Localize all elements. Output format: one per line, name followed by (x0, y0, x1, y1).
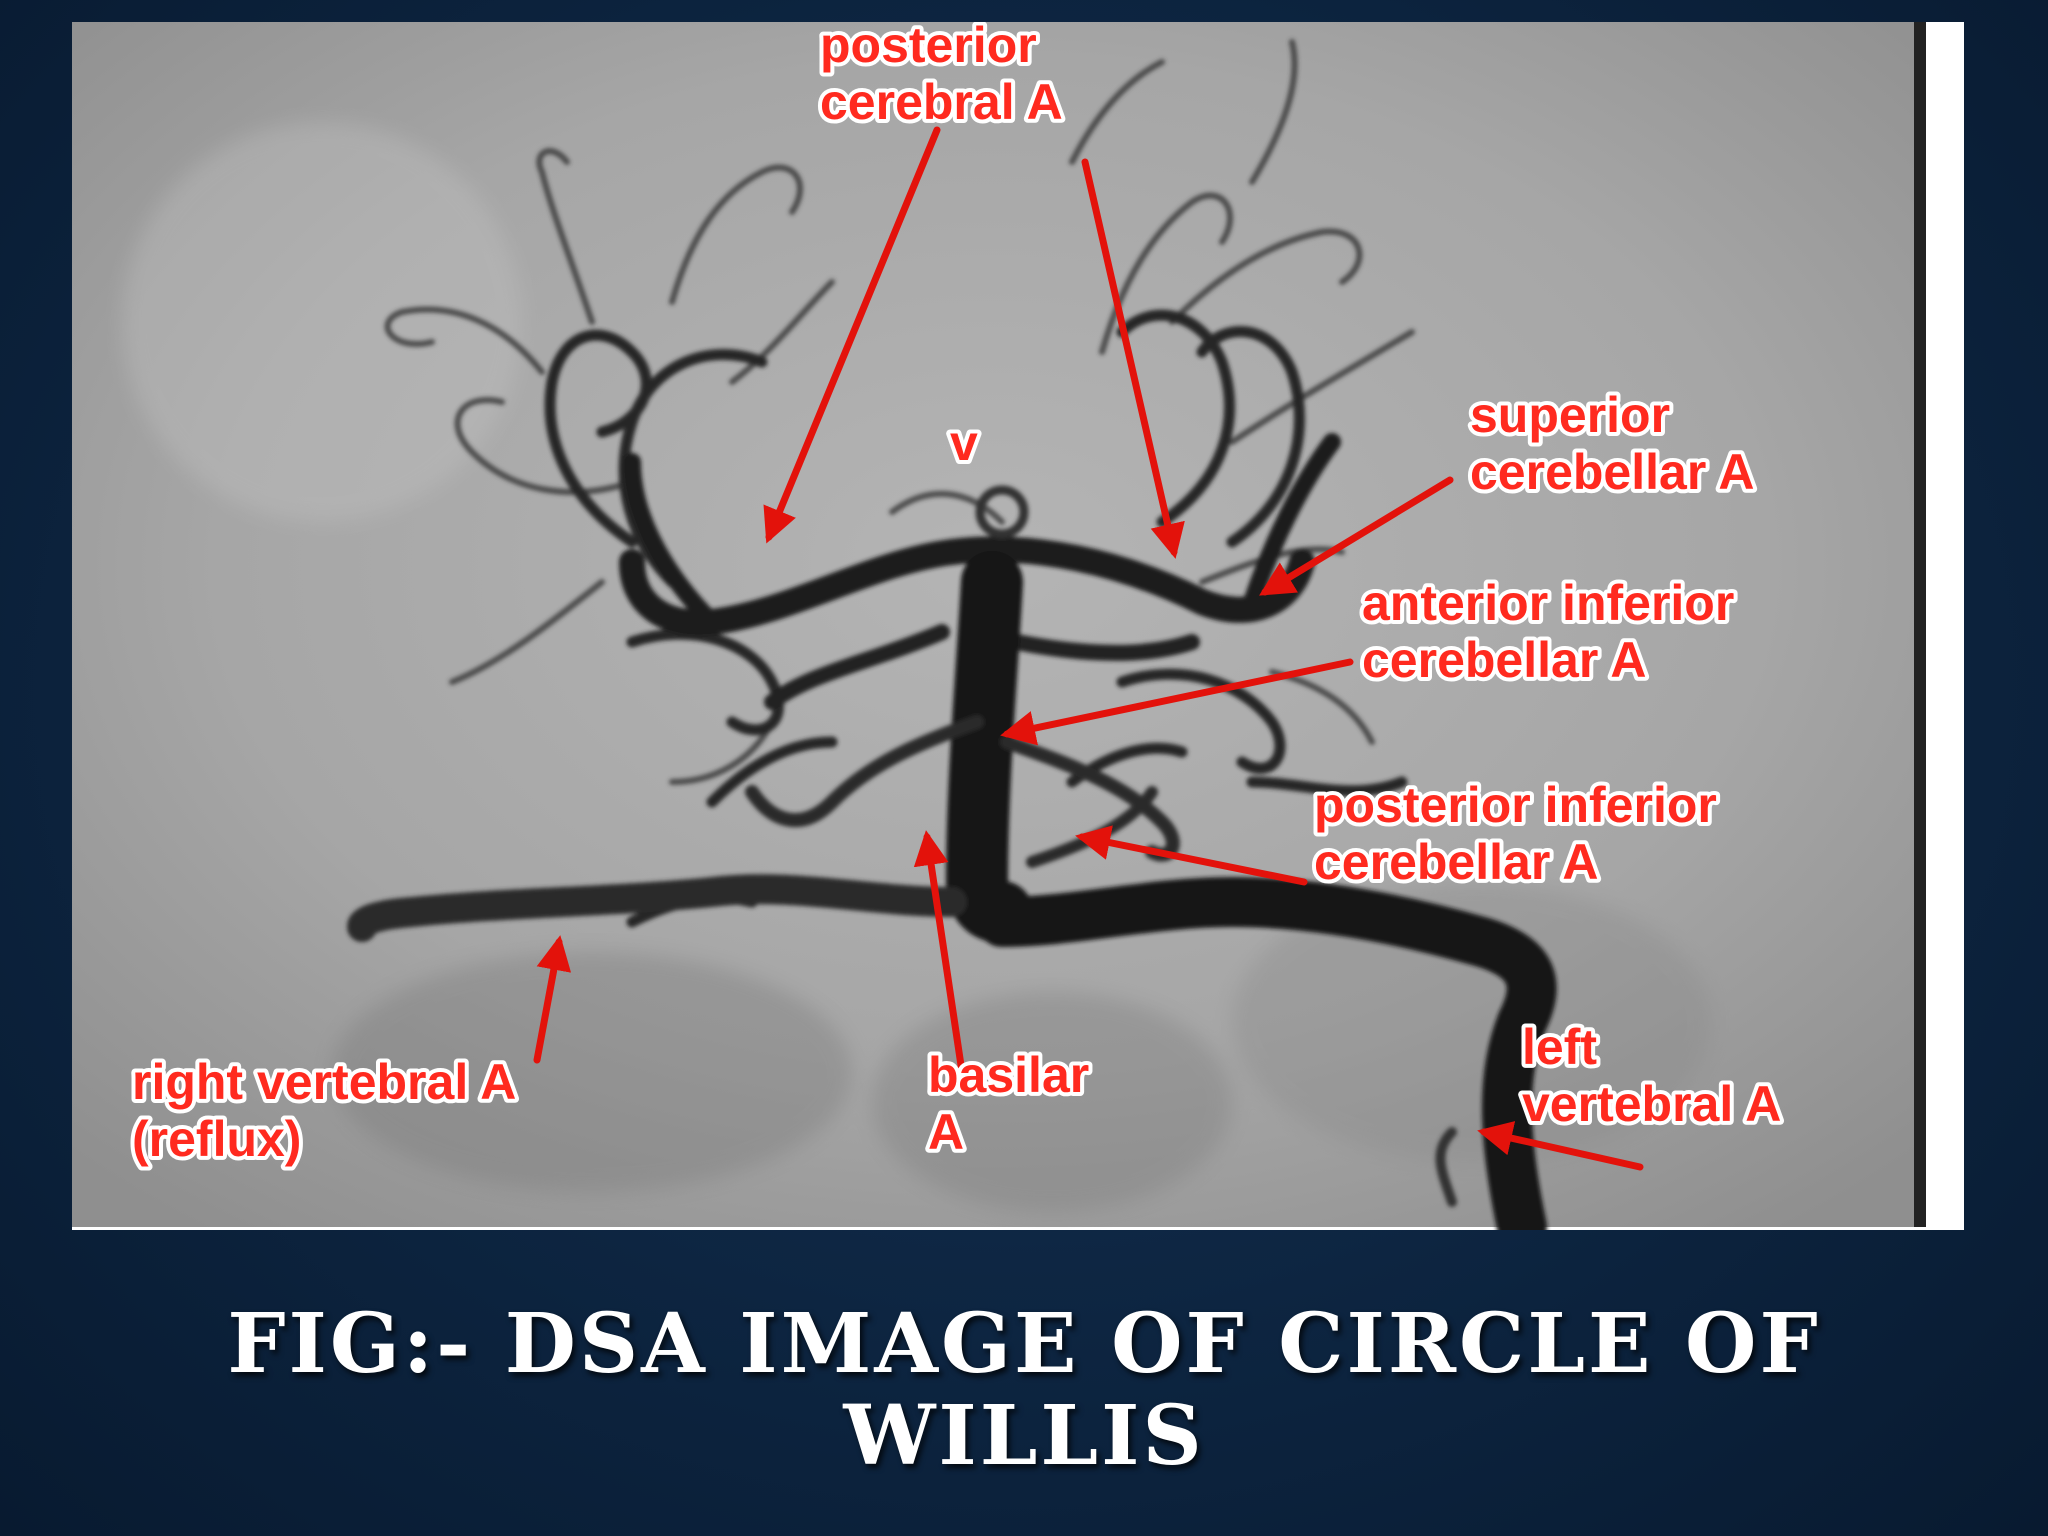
radiograph-black-edge (1914, 22, 1926, 1227)
arrow-basilar (913, 830, 966, 1076)
label-right-vertebral-line1: right vertebral A (132, 1054, 515, 1110)
label-basilar-line2: A (928, 1104, 964, 1160)
arrow-right-vertebral (533, 935, 572, 1064)
annotation-labels: posterior cerebral A v superior cerebell… (128, 22, 1785, 1171)
label-superior-cerebellar-line2: cerebellar A (1470, 444, 1754, 500)
arrow-posterior-inferior-cerebellar (1075, 825, 1308, 886)
arrow-posterior-cerebral-left (763, 126, 941, 544)
dsa-figure: posterior cerebral A v superior cerebell… (72, 22, 1964, 1230)
frame-bottom-margin (72, 1227, 1964, 1230)
arrow-posterior-cerebral-right (1081, 158, 1185, 559)
arrow-superior-cerebellar (1259, 476, 1454, 596)
label-superior-cerebellar: superior cerebellar A (1470, 387, 1754, 500)
caption-line-2: WILLIS (843, 1388, 1205, 1484)
label-superior-cerebellar-line1: superior (1470, 387, 1670, 443)
label-anterior-inferior-cerebellar: anterior inferior cerebellar A (1362, 575, 1748, 688)
label-posterior-inferior-cerebellar-line1: posterior inferior (1314, 777, 1717, 833)
label-posterior-cerebral-line1: posterior (820, 22, 1037, 73)
label-basilar-line1: basilar (928, 1047, 1089, 1103)
label-posterior-cerebral: posterior cerebral A (820, 22, 1063, 130)
label-left-vertebral-line1: left (1522, 1019, 1597, 1075)
annotation-arrows (533, 126, 1644, 1171)
label-left-vertebral: left vertebral A (1522, 1019, 1781, 1132)
arrow-left-vertebral (1477, 1121, 1644, 1171)
frame-white-margin (1926, 22, 1964, 1230)
label-anterior-inferior-cerebellar-line2: cerebellar A (1362, 632, 1646, 688)
arrow-anterior-inferior-cerebellar (1000, 658, 1354, 746)
label-left-vertebral-line2: vertebral A (1522, 1076, 1781, 1132)
label-anterior-inferior-cerebellar-line1: anterior inferior (1362, 575, 1734, 631)
caption-line-1: FIG:- DSA IMAGE OF CIRCLE OF (227, 1296, 1821, 1392)
figure-caption: FIG:- DSA IMAGE OF CIRCLE OF WILLIS (0, 1298, 2048, 1482)
label-posterior-inferior-cerebellar: posterior inferior cerebellar A (1314, 777, 1731, 890)
soft-tissue-shadows (122, 122, 1712, 1212)
label-posterior-inferior-cerebellar-line2: cerebellar A (1314, 834, 1598, 890)
label-posterior-cerebral-line2: cerebral A (820, 74, 1063, 130)
label-right-vertebral-line2: (reflux) (132, 1111, 301, 1167)
angiogram-image: posterior cerebral A v superior cerebell… (72, 22, 1964, 1230)
label-basilar: basilar A (928, 1047, 1103, 1160)
label-v-mark: v (950, 415, 978, 471)
label-right-vertebral: right vertebral A (reflux) (132, 1054, 528, 1167)
